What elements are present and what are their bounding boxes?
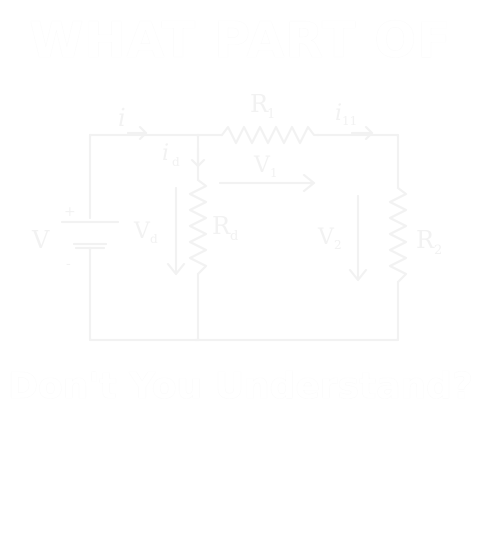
wire-left-lower — [88, 246, 198, 342]
label-vd-sub: d — [150, 232, 158, 246]
arrow-current-11 — [350, 125, 374, 141]
label-v1: V — [253, 153, 271, 178]
wire-bottom — [194, 280, 400, 342]
label-source-minus: - — [66, 256, 71, 272]
headline-tagline: Don't You Understand? — [8, 366, 473, 407]
label-r2: R — [416, 226, 435, 254]
label-current-11: i — [335, 101, 342, 126]
label-current-d: i — [162, 141, 169, 166]
resistor-r1 — [220, 125, 320, 145]
arrow-voltage-v1 — [218, 173, 316, 193]
resistor-rd — [188, 178, 208, 276]
label-current-d-sub: d — [172, 155, 180, 169]
label-vd: V — [133, 219, 151, 244]
label-rd-sub: d — [230, 229, 238, 244]
label-current-total: i — [118, 104, 126, 132]
headline-title: WHAT PART OF — [29, 12, 452, 69]
label-rd: R — [212, 212, 231, 240]
arrow-current-total — [126, 125, 148, 141]
label-source-voltage: V — [31, 226, 50, 254]
resistor-r2 — [388, 186, 408, 284]
arrow-current-d — [190, 146, 206, 168]
label-v2: V — [317, 225, 335, 250]
label-r2-sub: 2 — [434, 243, 442, 258]
label-v2-sub: 2 — [334, 238, 342, 252]
arrow-voltage-vd — [166, 186, 186, 276]
label-current-11-sub: 11 — [342, 114, 357, 128]
label-source-plus: + — [64, 204, 76, 220]
label-r1: R — [250, 90, 269, 118]
label-r1-sub: 1 — [267, 107, 275, 122]
label-v1-sub: 1 — [270, 166, 278, 180]
arrow-voltage-v2 — [348, 194, 368, 282]
wire-top-right — [316, 133, 400, 190]
